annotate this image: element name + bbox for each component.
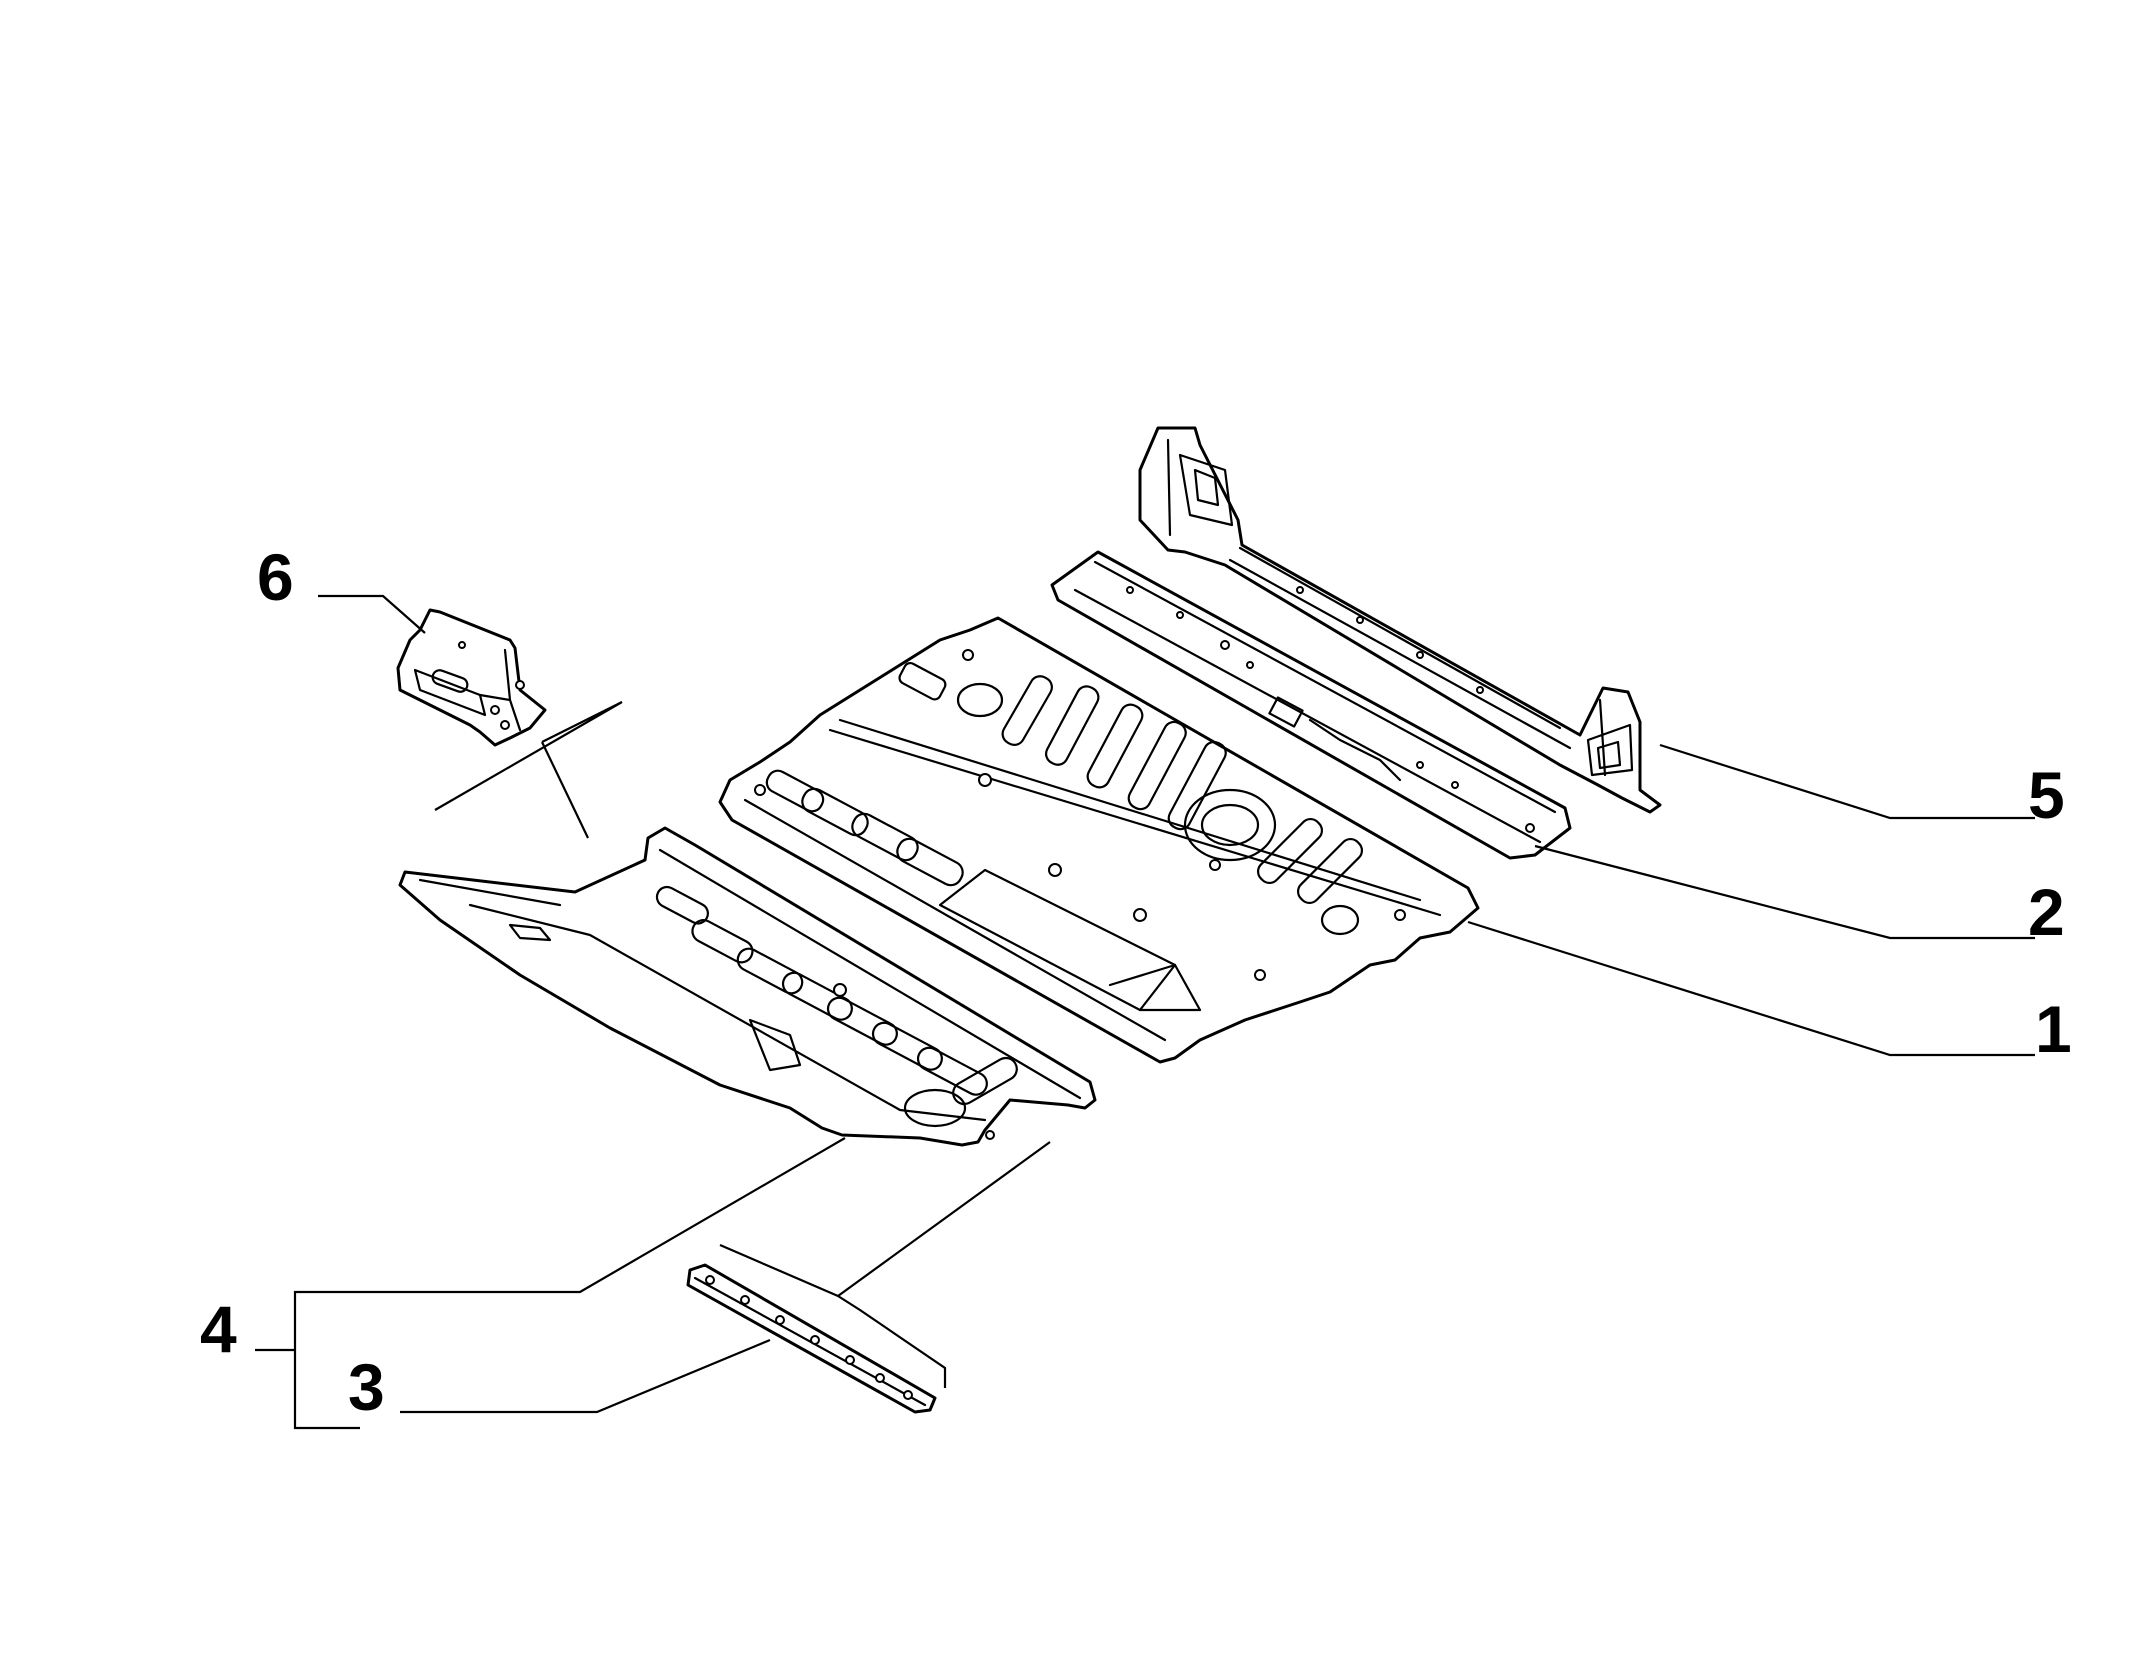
leader-6 bbox=[318, 594, 426, 634]
leader-5 bbox=[1659, 743, 2035, 820]
leader-2 bbox=[1534, 844, 2035, 940]
leader-3 bbox=[400, 1338, 771, 1414]
part-6-bracket[interactable] bbox=[396, 608, 547, 747]
part-4-front-floor-panel[interactable] bbox=[398, 826, 1097, 1147]
callout-2: 2 bbox=[2028, 875, 2065, 949]
callout-labels: 6 5 2 1 4 3 bbox=[200, 540, 2072, 1424]
leader-4 bbox=[293, 1137, 846, 1430]
callout-3: 3 bbox=[348, 1350, 385, 1424]
part-3-reinforcement-strip[interactable] bbox=[686, 1263, 937, 1414]
callout-4: 4 bbox=[200, 1292, 237, 1366]
callout-6: 6 bbox=[257, 540, 294, 614]
assembly-arrow-upper bbox=[434, 701, 623, 839]
callout-5: 5 bbox=[2028, 758, 2065, 832]
part-5-cross-member[interactable] bbox=[1138, 426, 1662, 814]
leader-1 bbox=[1467, 920, 2035, 1057]
leader-lines bbox=[255, 594, 2035, 1430]
part-1-floor-panel[interactable] bbox=[718, 616, 1480, 1064]
assembly-arrow-lower bbox=[719, 1141, 1051, 1388]
callout-1: 1 bbox=[2035, 992, 2072, 1066]
part-2-rear-panel[interactable] bbox=[1050, 550, 1572, 860]
